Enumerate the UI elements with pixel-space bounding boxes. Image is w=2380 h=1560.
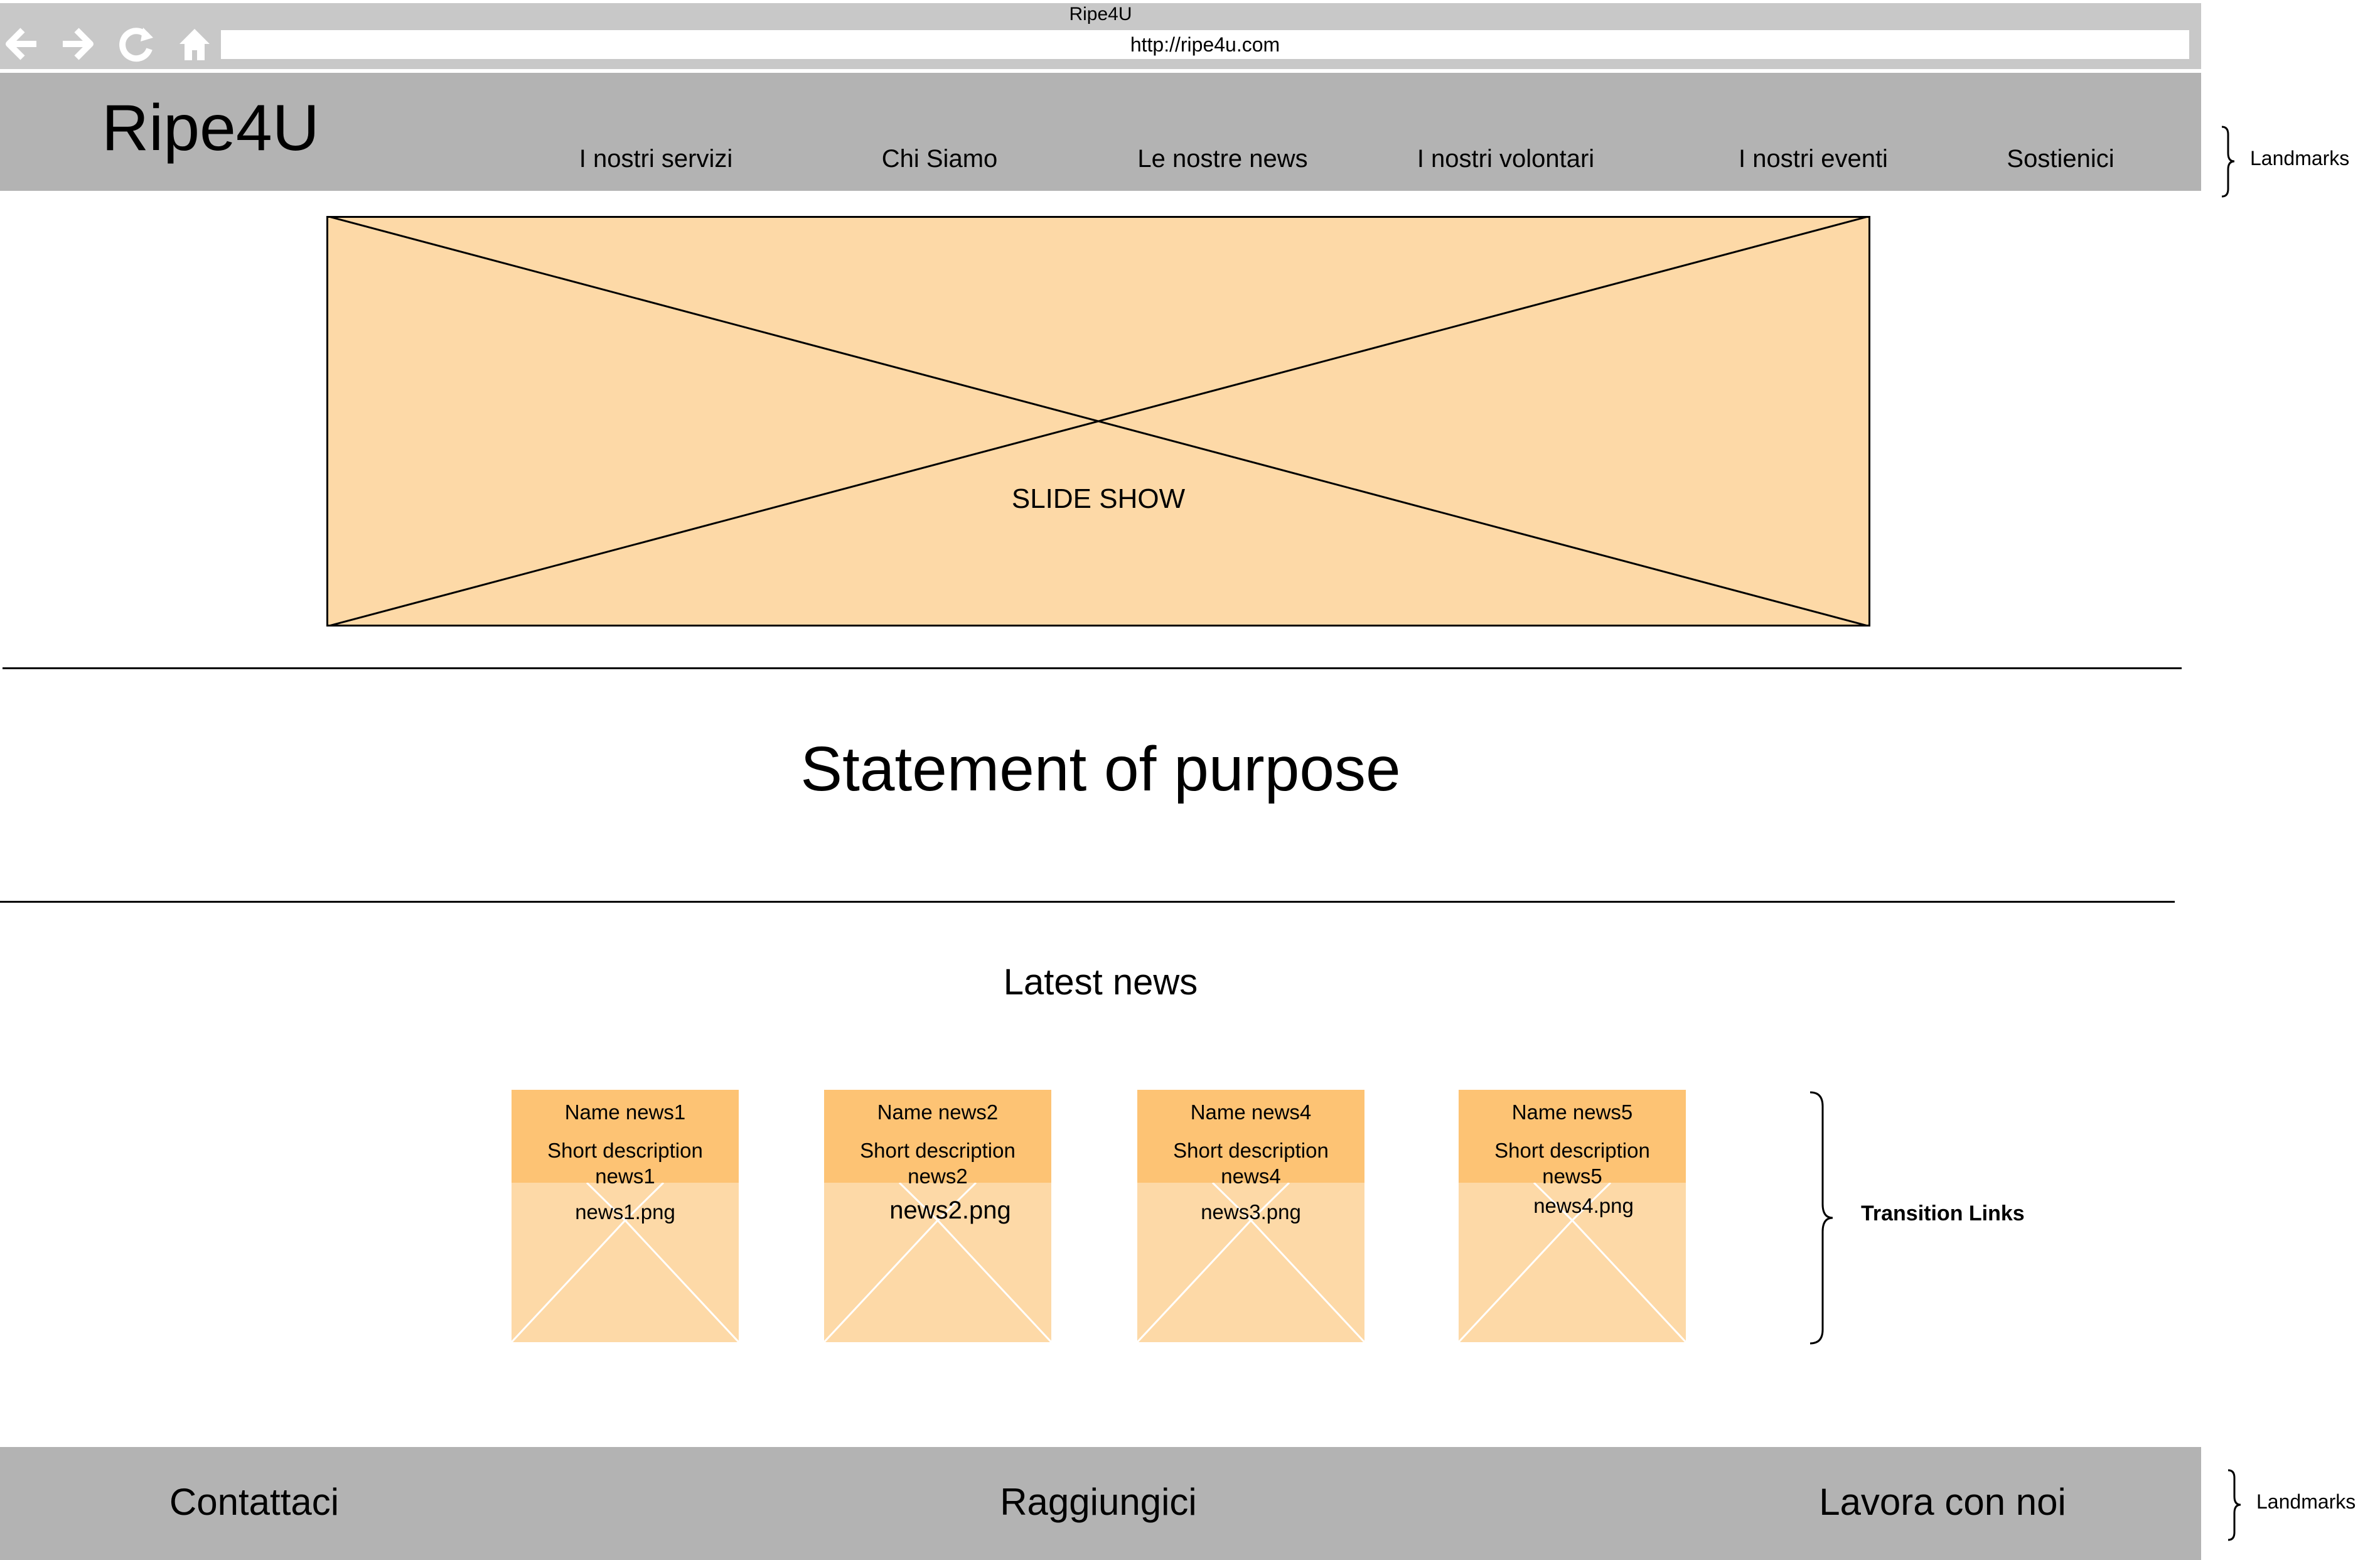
- home-icon[interactable]: [174, 24, 215, 64]
- image-placeholder: [824, 1183, 1051, 1342]
- news-description: Short description news1: [522, 1138, 729, 1189]
- divider-top: [3, 667, 2182, 669]
- footer-link-lavora-con-noi[interactable]: Lavora con noi: [1819, 1481, 2066, 1523]
- news-card-2[interactable]: Name news2 Short description news2 news2.…: [824, 1090, 1051, 1342]
- footer-link-raggiungici[interactable]: Raggiungici: [1000, 1481, 1197, 1523]
- image-placeholder: [512, 1183, 739, 1342]
- site-header: [0, 73, 2201, 191]
- nav-item-sostienici[interactable]: Sostienici: [2007, 145, 2115, 173]
- description-line: news4: [1221, 1165, 1281, 1188]
- nav-item-chi-siamo[interactable]: Chi Siamo: [881, 145, 998, 173]
- url-text: http://ripe4u.com: [1130, 33, 1280, 56]
- news-image-filename: news1.png: [575, 1200, 675, 1224]
- description-line: news1: [595, 1165, 655, 1188]
- landmarks-label-top: Landmarks: [2250, 147, 2350, 169]
- news-image-filename: news2.png: [889, 1197, 1011, 1224]
- news-description: Short description news2: [834, 1138, 1041, 1189]
- landmarks-brace-bottom: [2227, 1469, 2241, 1541]
- news-card-4[interactable]: Name news5 Short description news5 news4.…: [1459, 1090, 1686, 1342]
- news-card-header: [824, 1090, 1051, 1183]
- site-logo[interactable]: Ripe4U: [102, 92, 319, 164]
- description-line: news2: [908, 1165, 968, 1188]
- description-line: Short description: [1494, 1139, 1650, 1162]
- url-bar[interactable]: [221, 30, 2189, 59]
- description-line: news5: [1542, 1165, 1602, 1188]
- latest-news-title: Latest news: [1003, 962, 1198, 1003]
- news-card-header: [512, 1090, 739, 1183]
- forward-arrow-icon[interactable]: [59, 24, 99, 64]
- news-card-1[interactable]: Name news1 Short description news1 news1.…: [512, 1090, 739, 1342]
- news-name: Name news4: [1190, 1100, 1312, 1124]
- news-card-header: [1137, 1090, 1364, 1183]
- description-line: Short description: [1173, 1139, 1329, 1162]
- nav-item-servizi[interactable]: I nostri servizi: [579, 145, 733, 173]
- image-placeholder: [1137, 1183, 1364, 1342]
- news-name: Name news2: [877, 1100, 999, 1124]
- window-title: Ripe4U: [1069, 4, 1132, 24]
- transition-links-brace: [1809, 1091, 1833, 1345]
- slideshow-label: SLIDE SHOW: [1011, 483, 1186, 514]
- nav-item-eventi[interactable]: I nostri eventi: [1739, 145, 1888, 173]
- landmarks-label-bottom: Landmarks: [2256, 1490, 2356, 1513]
- nav-item-volontari[interactable]: I nostri volontari: [1417, 145, 1595, 173]
- reload-icon[interactable]: [117, 24, 157, 64]
- slideshow-placeholder[interactable]: [326, 216, 1870, 627]
- news-image-filename: news3.png: [1201, 1200, 1301, 1224]
- news-description: Short description news5: [1469, 1138, 1676, 1189]
- description-line: Short description: [860, 1139, 1016, 1162]
- news-description: Short description news4: [1147, 1138, 1354, 1189]
- landmarks-brace-top: [2221, 126, 2235, 198]
- back-arrow-icon[interactable]: [0, 24, 40, 64]
- news-name: Name news5: [1511, 1100, 1633, 1124]
- site-footer: [0, 1447, 2201, 1560]
- footer-link-contattaci[interactable]: Contattaci: [169, 1481, 340, 1523]
- transition-links-label: Transition Links: [1861, 1202, 2025, 1225]
- divider-bottom: [0, 901, 2175, 903]
- news-card-3[interactable]: Name news4 Short description news4 news3.…: [1137, 1090, 1364, 1342]
- image-placeholder: [1459, 1183, 1686, 1342]
- browser-separator: [0, 69, 2201, 73]
- news-image-filename: news4.png: [1533, 1194, 1634, 1217]
- nav-item-news[interactable]: Le nostre news: [1137, 145, 1308, 173]
- news-name: Name news1: [564, 1100, 686, 1124]
- description-line: Short description: [547, 1139, 703, 1162]
- statement-of-purpose: Statement of purpose: [800, 734, 1401, 804]
- news-card-header: [1459, 1090, 1686, 1183]
